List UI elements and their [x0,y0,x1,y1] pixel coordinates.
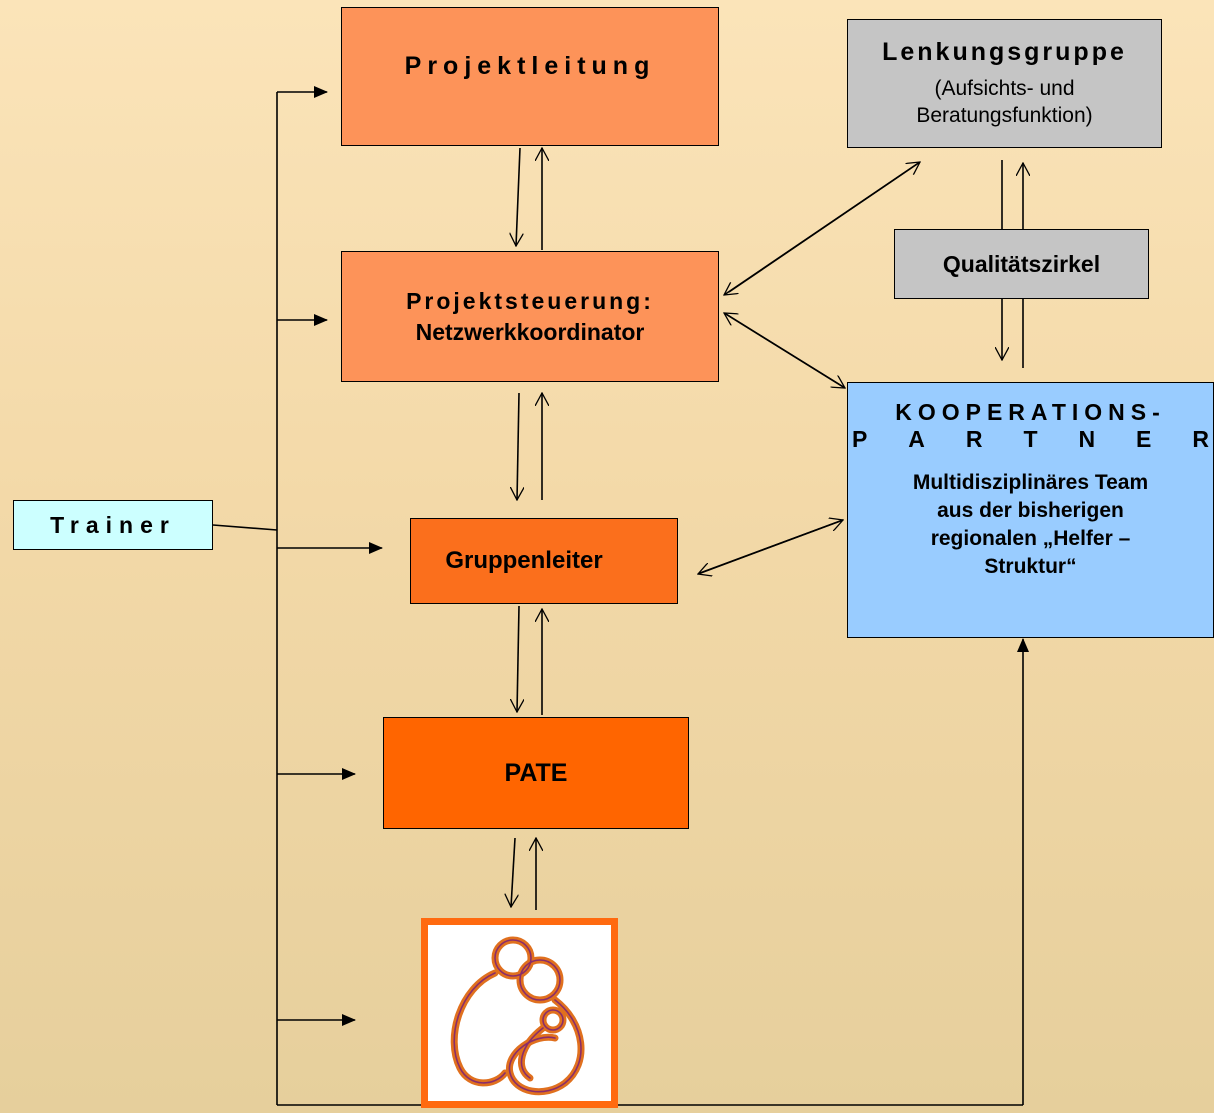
gruppenleiter-label: Gruppenleiter [445,547,603,574]
arrow-down-1 [516,147,520,246]
partner-letter: P [852,426,868,452]
lenkungsgruppe-sub2: Beratungsfunktion) [916,104,1093,127]
mother-child-icon [450,936,584,1096]
koop-body-line: regionalen „Helfer – [930,527,1131,550]
qualitaetszirkel-label: Qualitätszirkel [942,250,1101,277]
koop-description: Multidisziplinäres Team aus der bisherig… [899,469,1162,581]
box-pate: PATE [383,717,689,829]
kooperations-label: KOOPERATIONS- [895,399,1166,425]
box-kooperationspartner: KOOPERATIONS- P A R T N E R Multidiszipl… [847,382,1214,638]
partner-letter: E [1136,426,1152,452]
koop-body-line: aus der bisherigen [937,499,1124,522]
trainer-label: Trainer [50,511,176,538]
trainer-link [212,524,278,531]
partner-letter: R [965,426,983,452]
lenkungsgruppe-label: Lenkungsgruppe [882,38,1127,66]
arrow-down-4 [511,837,515,907]
arrow-steuerung-to-koop [725,313,845,388]
netzwerkkoordinator-label: Netzwerkkoordinator [415,318,645,345]
lenkungsgruppe-sub1: (Aufsichts- und [934,77,1075,100]
projektsteuerung-label: Projektsteuerung: [406,287,654,314]
box-gruppenleiter: Gruppenleiter [410,518,678,604]
box-trainer: Trainer [13,500,213,550]
arrow-lenkung-to-steuerung [724,161,921,295]
partner-letter: N [1078,426,1096,452]
koop-body-line: Struktur“ [984,555,1077,578]
partner-letter: A [908,426,925,452]
pate-label: PATE [504,758,568,787]
arrow-down-2 [517,392,519,500]
arrow-koop-to-gruppenleiter [698,519,844,574]
arrow-steuerung-to-lenkung [728,162,920,293]
partner-letter: R [1192,426,1209,452]
arrow-gruppenleiter-to-koop [699,520,843,574]
partner-letter: T [1023,426,1038,452]
box-projektleitung: Projektleitung [341,7,719,146]
arrow-down-3 [517,605,519,712]
projektleitung-label: Projektleitung [404,52,656,80]
box-lenkungsgruppe: Lenkungsgruppe (Aufsichts- und Beratungs… [847,19,1162,148]
partner-label: P A R T N E R [848,426,1213,453]
arrow-koop-to-steuerung [724,313,846,389]
box-qualitaetszirkel: Qualitätszirkel [894,229,1149,299]
mother-child-image [421,918,618,1108]
koop-body-line: Multidisziplinäres Team [912,471,1149,494]
box-projektsteuerung: Projektsteuerung: Netzwerkkoordinator [341,251,719,382]
